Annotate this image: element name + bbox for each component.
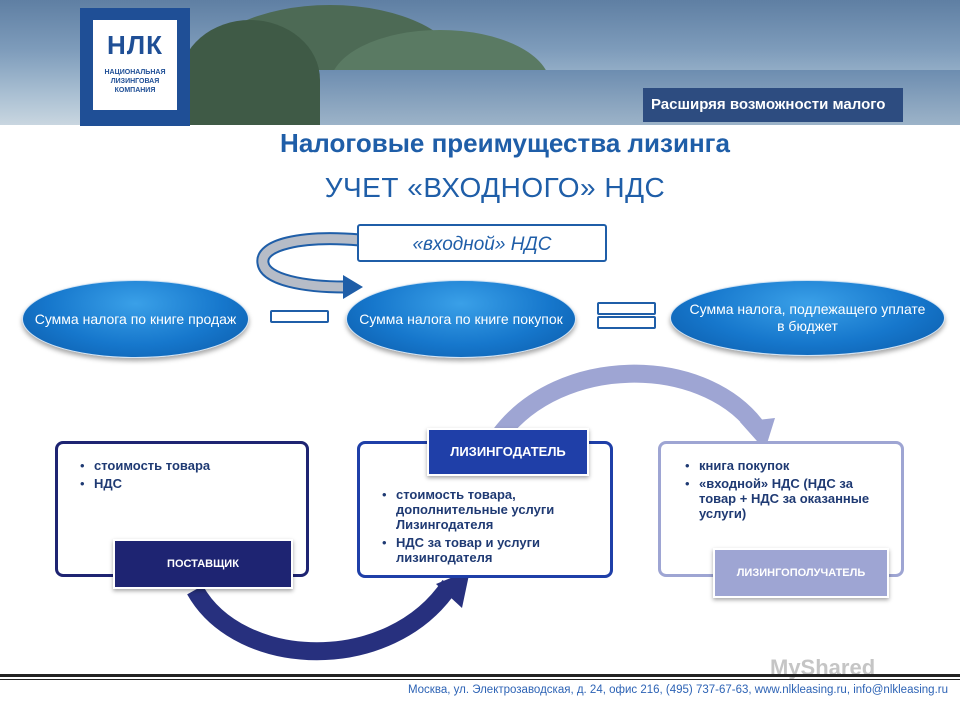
equals-sign-bottom — [597, 316, 656, 329]
header-banner — [0, 0, 960, 125]
list-item: книга покупок — [685, 458, 891, 473]
logo-background — [93, 20, 177, 110]
page-subtitle: УЧЕТ «ВХОДНОГО» НДС — [324, 172, 666, 203]
slogan-banner: Расширяя возможности малого бизнеса — [643, 88, 903, 147]
landscape-tree — [180, 20, 320, 125]
footer-divider — [0, 674, 960, 677]
lessor-tag: ЛИЗИНГОДАТЕЛЬ — [427, 428, 589, 476]
oval-budget-tax: Сумма налога, подлежащего уплате в бюдже… — [670, 280, 945, 356]
lessee-tag: ЛИЗИНГОПОЛУЧАТЕЛЬ — [713, 548, 889, 598]
minus-sign — [270, 310, 329, 323]
list-item: НДС — [80, 476, 296, 491]
page-title: Налоговые преимущества лизинга — [280, 128, 730, 158]
equals-sign-top — [597, 302, 656, 315]
oval-purchase-book-tax: Сумма налога по книге покупок — [346, 280, 576, 358]
list-item: стоимость товара, дополнительные услуги … — [382, 487, 602, 532]
logo-text: НАЦИОНАЛЬНАЯ ЛИЗИНГОВАЯ КОМПАНИЯ — [104, 69, 166, 94]
process-arrows — [187, 364, 775, 661]
oval-sales-book-tax: Сумма налога по книге продаж — [22, 280, 249, 358]
footer-contacts[interactable]: Москва, ул. Электрозаводская, д. 24, офи… — [407, 684, 948, 696]
supplier-items: стоимость товара НДС — [78, 458, 296, 491]
footer-divider-thin — [0, 679, 960, 680]
input-vat-label: «входной» НДС — [357, 224, 607, 262]
list-item: «входной» НДС (НДС за товар + НДС за ока… — [685, 476, 891, 521]
lessor-items: стоимость товара, дополнительные услуги … — [380, 487, 602, 565]
list-item: стоимость товара — [80, 458, 296, 473]
supplier-tag: ПОСТАВЩИК — [113, 539, 293, 589]
logo-mark: НЛК — [107, 30, 163, 60]
watermark: MyShared — [770, 655, 876, 680]
lessee-items: книга покупок «входной» НДС (НДС за това… — [683, 458, 891, 521]
list-item: НДС за товар и услуги лизингодателя — [382, 535, 602, 565]
loop-arrow — [256, 232, 363, 299]
